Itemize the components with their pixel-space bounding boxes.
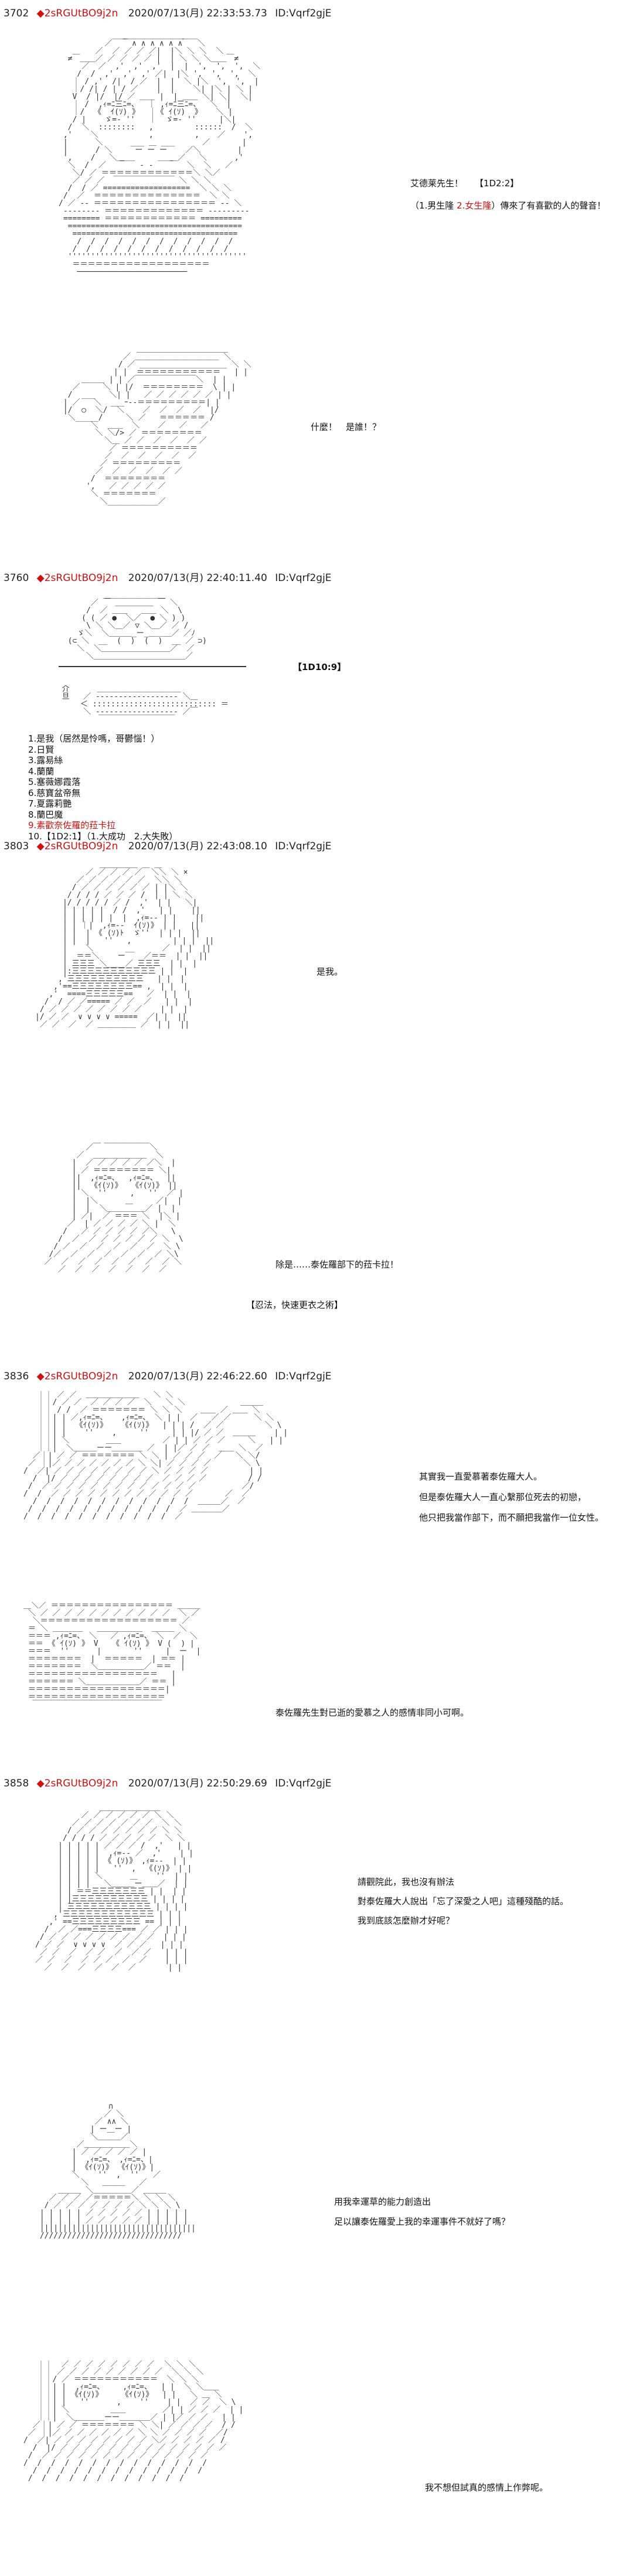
dialogue-line: 是我。: [316, 966, 343, 977]
dialogue-line: 除是……泰佐羅部下的菈卡拉！: [275, 1259, 399, 1270]
post-3803: 3803 ◆2sRGUtBO9j2n 2020/07/13(月) 22:43:0…: [0, 838, 633, 1382]
post-header: 3702 ◆2sRGUtBO9j2n 2020/07/13(月) 22:33:5…: [4, 5, 332, 19]
post-id[interactable]: ID:Vqrf2gjE: [275, 8, 332, 19]
author-trip[interactable]: ◆2sRGUtBO9j2n: [36, 1371, 118, 1382]
ascii-art-character: ＿＼／ ＝＝＝＝＝＝＝＝＝＝＝＝＝＝＝＝ ＿＿＿ ＼ ／ ／ ／ ／ ／ ／ ／…: [23, 1602, 201, 1709]
dialogue-line: 但是泰佐羅大人一直心繫那位死去的初戀，: [419, 1492, 587, 1502]
post-number: 3803: [4, 841, 29, 852]
author-trip[interactable]: ◆2sRGUtBO9j2n: [36, 572, 118, 584]
dialogue-line: 泰佐羅先生對已逝的愛慕之人的感情非同小可啊。: [275, 1707, 469, 1718]
post-header: 3803 ◆2sRGUtBO9j2n 2020/07/13(月) 22:43:0…: [4, 838, 332, 852]
dialogue-line: 我到底該怎麼辦才好呢？: [358, 1915, 455, 1926]
dialogue-line: 用我幸運草的能力創造出: [334, 2196, 431, 2207]
post-3702: 3702 ◆2sRGUtBO9j2n 2020/07/13(月) 22:33:5…: [0, 0, 633, 556]
narration-line: 【忍法，快速更衣之術】: [246, 1300, 343, 1310]
list-item: 6.慈寶盆帝無: [28, 787, 81, 798]
list-item: 5.塞薇娜霞落: [28, 777, 81, 787]
list-item: 7.夏露莉艷: [28, 798, 72, 809]
ascii-art-dice-creature: ＿＿＿＿＿＿＿＿ ／ ￣ ＿＿＿＿＿ ￣ ＼ / ／ ＿＿ ＿＿ ＼ \ ( (…: [67, 592, 207, 661]
post-date: 2020/07/13(月) 22:46:22.60: [128, 1371, 267, 1382]
dialogue-line: 其實我一直愛慕著泰佐羅大人。: [419, 1471, 543, 1482]
dialogue-line: 我不想但試真的感情上作弊呢。: [425, 2482, 549, 2493]
dialogue-line: 對泰佐羅大人說出「忘了深愛之人吧」這種殘酷的話。: [358, 1896, 569, 1907]
dialogue-line: 艾德莱先生！: [410, 178, 464, 189]
post-date: 2020/07/13(月) 22:50:29.69: [128, 1778, 267, 1789]
dialogue-line: （1.男生隆 2.女生隆）傳來了有喜歡的人的聲音！: [410, 199, 605, 211]
dice-roll: 【1D10:9】: [293, 662, 346, 672]
choice-highlight: 2.女生隆: [457, 200, 492, 211]
post-3836: 3836 ◆2sRGUtBO9j2n 2020/07/13(月) 22:46:2…: [0, 1368, 633, 1772]
ascii-art-character: ＿＿＿＿＿ ／￣ ￣＼ ／ ＿＿＿＿＿＿＿ ＼ | ／ ／ ／ ／ ／ ／＼ |…: [44, 1136, 183, 1274]
ascii-art-character: ∩ ／ ＼ ／ ∧∧ ＼ | ー＿ー | ＼＿＿＿／ ／＿＿＿＿＿＿＼ | ／ …: [39, 2103, 196, 2240]
list-item: 8.蘭巴魔: [28, 809, 63, 820]
ascii-art-character: ＿＿＿＿＿＿＿＿ ／￣￣ ∧ ∧ ∧ ∧ ∧ ∧￣￣＼ ／ ／ ／ ／ ／| |…: [59, 32, 261, 276]
list-item-selected: 9.素歡奈佐羅的菈卡拉: [28, 820, 116, 831]
ascii-art-character: ＿＿＿＿＿＿＿＿＿＿＿＿ ／ ＿＿＿＿＿＿＿＿＿＿＿ ＼ / ／ _______…: [63, 346, 251, 506]
post-number: 3760: [4, 572, 29, 584]
ascii-art-character: ｜｜ ／ ／ ＿＿＿＿＿＿＿ ＼ ＼ ｜｜/ ／ ／ ／ ／ ／ ／ ＼ ＼ ＼…: [23, 1391, 288, 1521]
post-id[interactable]: ID:Vqrf2gjE: [275, 1778, 332, 1789]
choice-text: ）傳來了有喜歡的人的聲音！: [491, 200, 606, 211]
separator-line: [59, 666, 246, 667]
post-number: 3836: [4, 1371, 29, 1382]
list-item: 10.【1D2:1】（1.大成功 2.大失敗）: [28, 831, 178, 842]
post-date: 2020/07/13(月) 22:40:11.40: [128, 572, 267, 584]
post-header: 3836 ◆2sRGUtBO9j2n 2020/07/13(月) 22:46:2…: [4, 1368, 332, 1382]
post-date: 2020/07/13(月) 22:33:53.73: [128, 8, 267, 19]
post-header: 3760 ◆2sRGUtBO9j2n 2020/07/13(月) 22:40:1…: [4, 569, 332, 584]
list-item: 4.蘭蘭: [28, 766, 55, 777]
post-3858: 3858 ◆2sRGUtBO9j2n 2020/07/13(月) 22:50:2…: [0, 1775, 633, 2576]
ascii-art-character: ＿＿＿＿＿ ＿ ＿ ／ ／ ／ ／ ／ ＼＼ ＼ × ／ ／ ／ ／ ／ ／ ＼…: [35, 861, 215, 1029]
dialogue-line: 什麼！ 是誰！？: [311, 422, 382, 432]
post-header: 3858 ◆2sRGUtBO9j2n 2020/07/13(月) 22:50:2…: [4, 1775, 332, 1789]
ascii-art-character: ＿＿＿＿＿＿＿＿ ／ ／ ／ ／ ／ ／ ＼ ＼ ／ ／ ／ ／ ／ ／ ／ ＼…: [35, 1804, 193, 1972]
dice-roll: 【1D2:2】: [475, 178, 519, 189]
author-trip[interactable]: ◆2sRGUtBO9j2n: [36, 8, 118, 19]
post-date: 2020/07/13(月) 22:43:08.10: [128, 841, 267, 852]
author-trip[interactable]: ◆2sRGUtBO9j2n: [36, 841, 118, 852]
choice-text: （1.男生隆: [410, 200, 454, 211]
list-item: 3.露易絲: [28, 755, 63, 766]
list-item: 1.是我（居然是怜嗎，哥鬱惱！）: [28, 733, 160, 744]
dialogue-line: 請觀院此，我也沒有辦法: [358, 1877, 455, 1887]
post-id[interactable]: ID:Vqrf2gjE: [275, 572, 332, 584]
post-3760: 3760 ◆2sRGUtBO9j2n 2020/07/13(月) 22:40:1…: [0, 556, 633, 849]
author-trip[interactable]: ◆2sRGUtBO9j2n: [36, 1778, 118, 1789]
post-id[interactable]: ID:Vqrf2gjE: [275, 841, 332, 852]
ascii-art-fish: 介 ＿＿＿＿＿＿＿＿＿＿＿ 旦 ／ ‐‐‐‐‐‐‐‐‐‐‐‐‐‐‐‐‐‐ ＼＿ …: [62, 685, 229, 724]
ascii-art-character: ｜｜ ／ ／ ／ ／ ／ ／ ／ ／ ＼ ＼ ＼ ｜｜ ／ ／ ／ ／ ／ ／ …: [23, 2360, 244, 2483]
dialogue-line: 他只把我當作部下，而不願把我當作一位女性。: [419, 1512, 604, 1523]
dialogue-line: 足以讓泰佐羅愛上我的幸運事件不就好了嗎？: [334, 2216, 511, 2227]
post-number: 3858: [4, 1778, 29, 1789]
list-item: 2.日賢: [28, 744, 55, 755]
post-number: 3702: [4, 8, 29, 19]
choice-list: 1.是我（居然是怜嗎，哥鬱惱！） 2.日賢 3.露易絲 4.蘭蘭 5.塞薇娜霞落…: [28, 733, 178, 842]
post-id[interactable]: ID:Vqrf2gjE: [275, 1371, 332, 1382]
